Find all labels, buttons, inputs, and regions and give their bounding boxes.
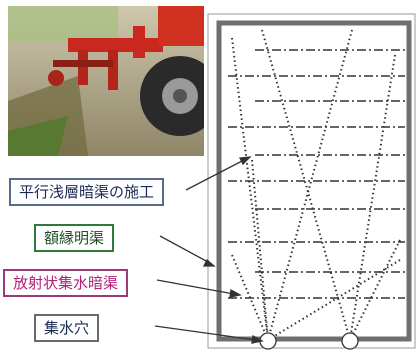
label-parallel-shallow-drain: 平行浅層暗渠の施工 [9, 178, 165, 206]
label-radial-drain: 放射状集水暗渠 [3, 269, 129, 297]
radial-drain-7 [349, 239, 401, 341]
radial-drain-8 [267, 259, 401, 341]
label-sump-hole: 集水穴 [34, 314, 100, 342]
label-rim-open-ditch: 額縁明渠 [34, 224, 115, 252]
leader-parallel-drain [185, 159, 245, 191]
leader-sump-hole [154, 325, 257, 341]
rim-open-ditch-frame [216, 20, 412, 342]
radial-drain-2 [251, 159, 269, 341]
field-outer-frame [207, 13, 416, 349]
sump-hole-right [341, 332, 359, 350]
leader-rim-ditch-arrowhead [202, 258, 216, 267]
tractor-illustration [8, 6, 204, 156]
radial-drain-1 [231, 37, 269, 341]
leader-sump-hole-arrowhead [251, 334, 264, 344]
leader-parallel-drain-arrowhead [238, 156, 252, 166]
leader-rim-ditch [159, 235, 209, 263]
radial-drain-6 [349, 54, 396, 341]
tractor-photo [8, 6, 204, 156]
leader-radial-drain-arrowhead [229, 288, 242, 298]
radial-drain-5 [231, 254, 269, 341]
leader-radial-drain [156, 279, 235, 295]
